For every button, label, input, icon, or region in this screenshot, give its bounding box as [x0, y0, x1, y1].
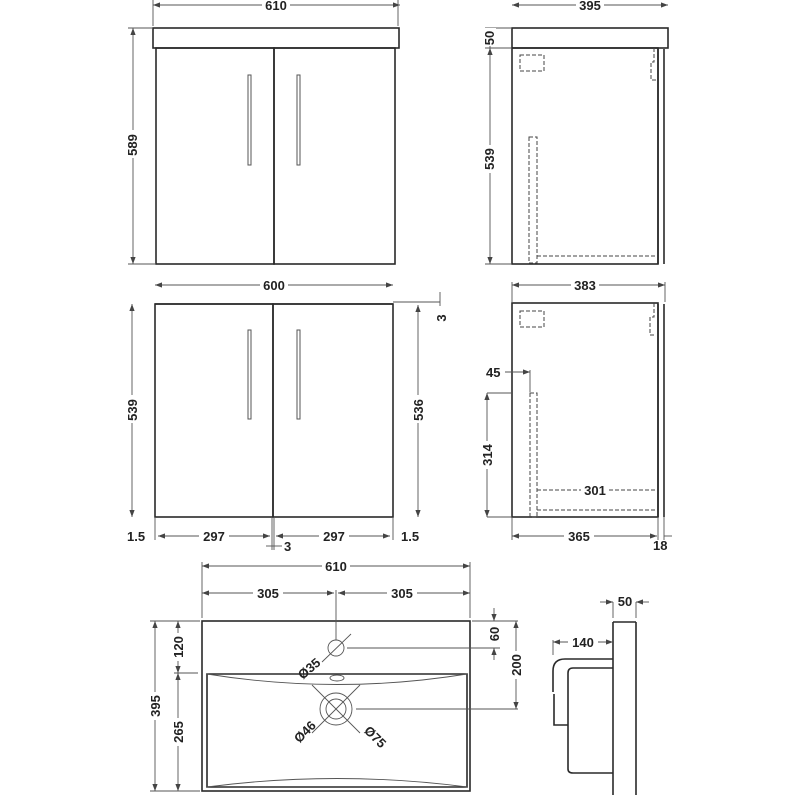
side-view-with-basin [485, 2, 669, 265]
dim-305-right: 305 [391, 586, 413, 601]
basin-plan-view [150, 562, 519, 792]
dim-120: 120 [171, 636, 186, 658]
dim-589: 589 [125, 134, 140, 156]
dim-3-top: 3 [434, 314, 449, 321]
dim-18: 18 [653, 538, 667, 553]
dim-3-door-gap: 3 [284, 539, 291, 554]
dim-610-top: 610 [265, 0, 287, 13]
dim-1.5-right: 1.5 [401, 529, 419, 544]
dim-314: 314 [480, 443, 495, 465]
dim-200: 200 [509, 654, 524, 676]
front-view-cabinet [129, 282, 441, 550]
dim-539-front: 539 [125, 399, 140, 421]
dim-50-basin-side: 50 [618, 594, 632, 609]
dim-365: 365 [568, 529, 590, 544]
dim-265: 265 [171, 721, 186, 743]
dim-50-basin: 50 [482, 31, 497, 45]
dim-395-basin: 395 [148, 695, 163, 717]
dim-1.5-left: 1.5 [127, 529, 145, 544]
dim-383: 383 [574, 278, 596, 293]
dim-tap-dia-35: Ø35 [295, 655, 323, 682]
dim-297-left: 297 [203, 529, 225, 544]
dim-301: 301 [584, 483, 606, 498]
dim-305-left: 305 [257, 586, 279, 601]
dim-395-side: 395 [579, 0, 601, 13]
dim-45: 45 [486, 365, 500, 380]
dim-60: 60 [487, 627, 502, 641]
dim-600: 600 [263, 278, 285, 293]
dim-waste-dia-75: Ø75 [361, 723, 389, 751]
dim-536: 536 [411, 399, 426, 421]
dim-297-right: 297 [323, 529, 345, 544]
basin-side-view [552, 599, 649, 795]
front-view-with-basin [128, 0, 400, 265]
side-view-cabinet [484, 282, 672, 540]
dim-140: 140 [572, 635, 594, 650]
dim-waste-dia-46: Ø46 [291, 718, 319, 746]
dim-539-side: 539 [482, 148, 497, 170]
dim-610-basin: 610 [325, 559, 347, 574]
